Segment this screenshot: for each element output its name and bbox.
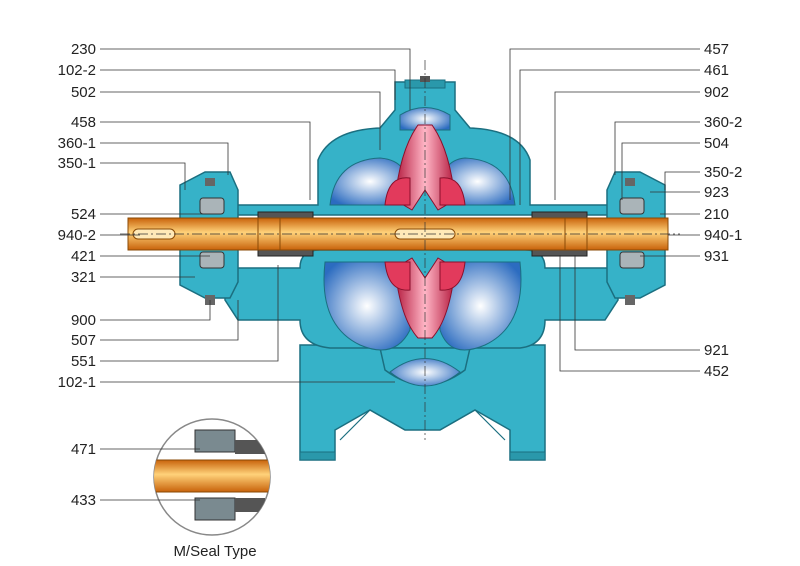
label-321: 321 — [71, 269, 96, 286]
lower-volute — [323, 261, 522, 351]
labels-right: 457 461 902 360-2 504 350-2 923 210 940-… — [704, 41, 742, 380]
label-210: 210 — [704, 206, 729, 223]
label-940-2: 940-2 — [58, 227, 96, 244]
label-433: 433 — [71, 492, 96, 509]
label-350-1: 350-1 — [58, 155, 96, 172]
label-923: 923 — [704, 184, 729, 201]
label-504: 504 — [704, 135, 729, 152]
label-902: 902 — [704, 84, 729, 101]
label-421: 421 — [71, 248, 96, 265]
label-507: 507 — [71, 332, 96, 349]
label-461: 461 — [704, 62, 729, 79]
pump-base — [299, 344, 546, 461]
inset-caption: M/Seal Type — [173, 543, 256, 560]
labels-inset: 471 433 — [71, 441, 96, 509]
leader-lines-inset — [100, 448, 200, 501]
label-502: 502 — [71, 84, 96, 101]
label-524: 524 — [71, 206, 96, 223]
label-940-1: 940-1 — [704, 227, 742, 244]
leader-lines-right — [509, 48, 700, 372]
label-452: 452 — [704, 363, 729, 380]
label-551: 551 — [71, 353, 96, 370]
labels-left: 230 102-2 502 458 360-1 350-1 524 940-2 … — [58, 41, 96, 391]
label-900: 900 — [71, 312, 96, 329]
label-102-1: 102-1 — [58, 374, 96, 391]
label-921: 921 — [704, 342, 729, 359]
center-lines — [120, 60, 680, 440]
label-457: 457 — [704, 41, 729, 58]
mseal-inset — [153, 418, 271, 536]
label-360-1: 360-1 — [58, 135, 96, 152]
label-350-2: 350-2 — [704, 164, 742, 181]
leader-lines-left — [100, 48, 411, 383]
label-471: 471 — [71, 441, 96, 458]
label-102-2: 102-2 — [58, 62, 96, 79]
label-458: 458 — [71, 114, 96, 131]
label-931: 931 — [704, 248, 729, 265]
label-360-2: 360-2 — [704, 114, 742, 131]
label-230: 230 — [71, 41, 96, 58]
